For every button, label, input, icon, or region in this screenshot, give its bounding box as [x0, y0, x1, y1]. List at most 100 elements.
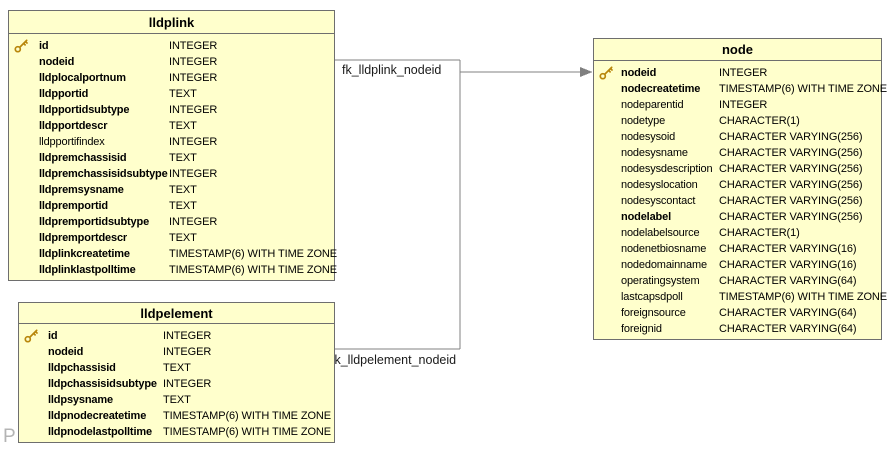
column-type: TEXT	[169, 120, 197, 132]
column-row-lldpremportid: lldpremportid TEXT	[9, 198, 334, 214]
column-type: TEXT	[169, 200, 197, 212]
column-name: lldpsysname	[48, 394, 113, 406]
column-type: INTEGER	[169, 168, 218, 180]
column-name: lldpremchassisidsubtype	[39, 168, 168, 180]
fk-label-lldplink-nodeid: fk_lldplink_nodeid	[342, 63, 442, 77]
column-name: nodecreatetime	[621, 83, 701, 95]
column-name: lldpremsysname	[39, 184, 124, 196]
column-name: lldplinklastpolltime	[39, 264, 136, 276]
column-name: lldpchassisidsubtype	[48, 378, 157, 390]
column-name: nodelabelsource	[621, 227, 700, 239]
column-name: foreignid	[621, 323, 662, 335]
column-row-nodelabelsource: nodelabelsource CHARACTER(1)	[594, 225, 881, 241]
column-name: nodeid	[621, 67, 657, 79]
column-name: lldpremportdescr	[39, 232, 128, 244]
column-name: nodenetbiosname	[621, 243, 707, 255]
column-type: CHARACTER(1)	[719, 227, 800, 239]
arrowhead-icon	[580, 67, 593, 77]
column-row-lldpportifindex: lldpportifindex INTEGER	[9, 134, 334, 150]
column-name: nodeid	[39, 56, 75, 68]
column-type: INTEGER	[169, 40, 218, 52]
column-name: nodeparentid	[621, 99, 684, 111]
column-name: lldpremchassisid	[39, 152, 127, 164]
column-type: TEXT	[169, 88, 197, 100]
column-name: lldpportdescr	[39, 120, 108, 132]
column-type: TIMESTAMP(6) WITH TIME ZONE	[719, 291, 887, 303]
table-title: node	[594, 39, 881, 61]
column-type: CHARACTER VARYING(64)	[719, 323, 857, 335]
column-name: nodesyscontact	[621, 195, 696, 207]
column-type: INTEGER	[169, 72, 218, 84]
column-name: nodesysname	[621, 147, 688, 159]
primary-key-icon	[14, 39, 30, 53]
column-type: CHARACTER VARYING(16)	[719, 243, 857, 255]
column-type: INTEGER	[169, 216, 218, 228]
column-name: lldpremportidsubtype	[39, 216, 150, 228]
watermark-text: P	[3, 426, 16, 447]
primary-key-icon	[599, 66, 615, 80]
column-name: lldplocalportnum	[39, 72, 126, 84]
column-type: CHARACTER VARYING(256)	[719, 131, 863, 143]
column-name: operatingsystem	[621, 275, 700, 287]
column-row-lldpnodelastpolltime: lldpnodelastpolltime TIMESTAMP(6) WITH TI…	[19, 424, 334, 440]
column-row-lldpnodecreatetime: lldpnodecreatetime TIMESTAMP(6) WITH TIME…	[19, 408, 334, 424]
column-row-nodesyscontact: nodesyscontact CHARACTER VARYING(256)	[594, 193, 881, 209]
column-name: lldpportid	[39, 88, 89, 100]
column-type: TEXT	[169, 184, 197, 196]
column-name: foreignsource	[621, 307, 686, 319]
column-row-nodesyslocation: nodesyslocation CHARACTER VARYING(256)	[594, 177, 881, 193]
column-name: lldpnodecreatetime	[48, 410, 147, 422]
column-row-id: id INTEGER	[19, 328, 334, 344]
column-type: TEXT	[169, 232, 197, 244]
column-type: CHARACTER VARYING(256)	[719, 179, 863, 191]
column-name: id	[48, 330, 58, 342]
column-row-lldpremsysname: lldpremsysname TEXT	[9, 182, 334, 198]
column-type: CHARACTER VARYING(64)	[719, 307, 857, 319]
column-row-lldpchassisidsubtype: lldpchassisidsubtype INTEGER	[19, 376, 334, 392]
column-type: TEXT	[163, 394, 191, 406]
column-row-foreignsource: foreignsource CHARACTER VARYING(64)	[594, 305, 881, 321]
column-name: lldpchassisid	[48, 362, 116, 374]
column-type: TIMESTAMP(6) WITH TIME ZONE	[163, 410, 331, 422]
column-type: INTEGER	[163, 378, 212, 390]
column-name: nodesysoid	[621, 131, 676, 143]
column-row-lldpportid: lldpportid TEXT	[9, 86, 334, 102]
primary-key-icon	[24, 329, 40, 343]
column-type: TEXT	[169, 152, 197, 164]
column-name: nodesyslocation	[621, 179, 698, 191]
column-row-nodenetbiosname: nodenetbiosname CHARACTER VARYING(16)	[594, 241, 881, 257]
column-type: INTEGER	[169, 136, 218, 148]
column-row-lldplocalportnum: lldplocalportnum INTEGER	[9, 70, 334, 86]
column-type: TIMESTAMP(6) WITH TIME ZONE	[169, 264, 337, 276]
column-row-nodesysoid: nodesysoid CHARACTER VARYING(256)	[594, 129, 881, 145]
column-type: INTEGER	[163, 330, 212, 342]
column-type: CHARACTER VARYING(16)	[719, 259, 857, 271]
column-name: lldpnodelastpolltime	[48, 426, 152, 438]
column-name: lldpremportid	[39, 200, 108, 212]
column-type: INTEGER	[719, 99, 768, 111]
column-name: lldpportifindex	[39, 136, 105, 148]
column-name: lldplinkcreatetime	[39, 248, 130, 260]
column-type: CHARACTER(1)	[719, 115, 800, 127]
column-type: CHARACTER VARYING(256)	[719, 195, 863, 207]
table-title: lldpelement	[19, 303, 334, 324]
column-type: TIMESTAMP(6) WITH TIME ZONE	[163, 426, 331, 438]
fk-label-lldpelement-nodeid: fk_lldpelement_nodeid	[331, 353, 457, 367]
